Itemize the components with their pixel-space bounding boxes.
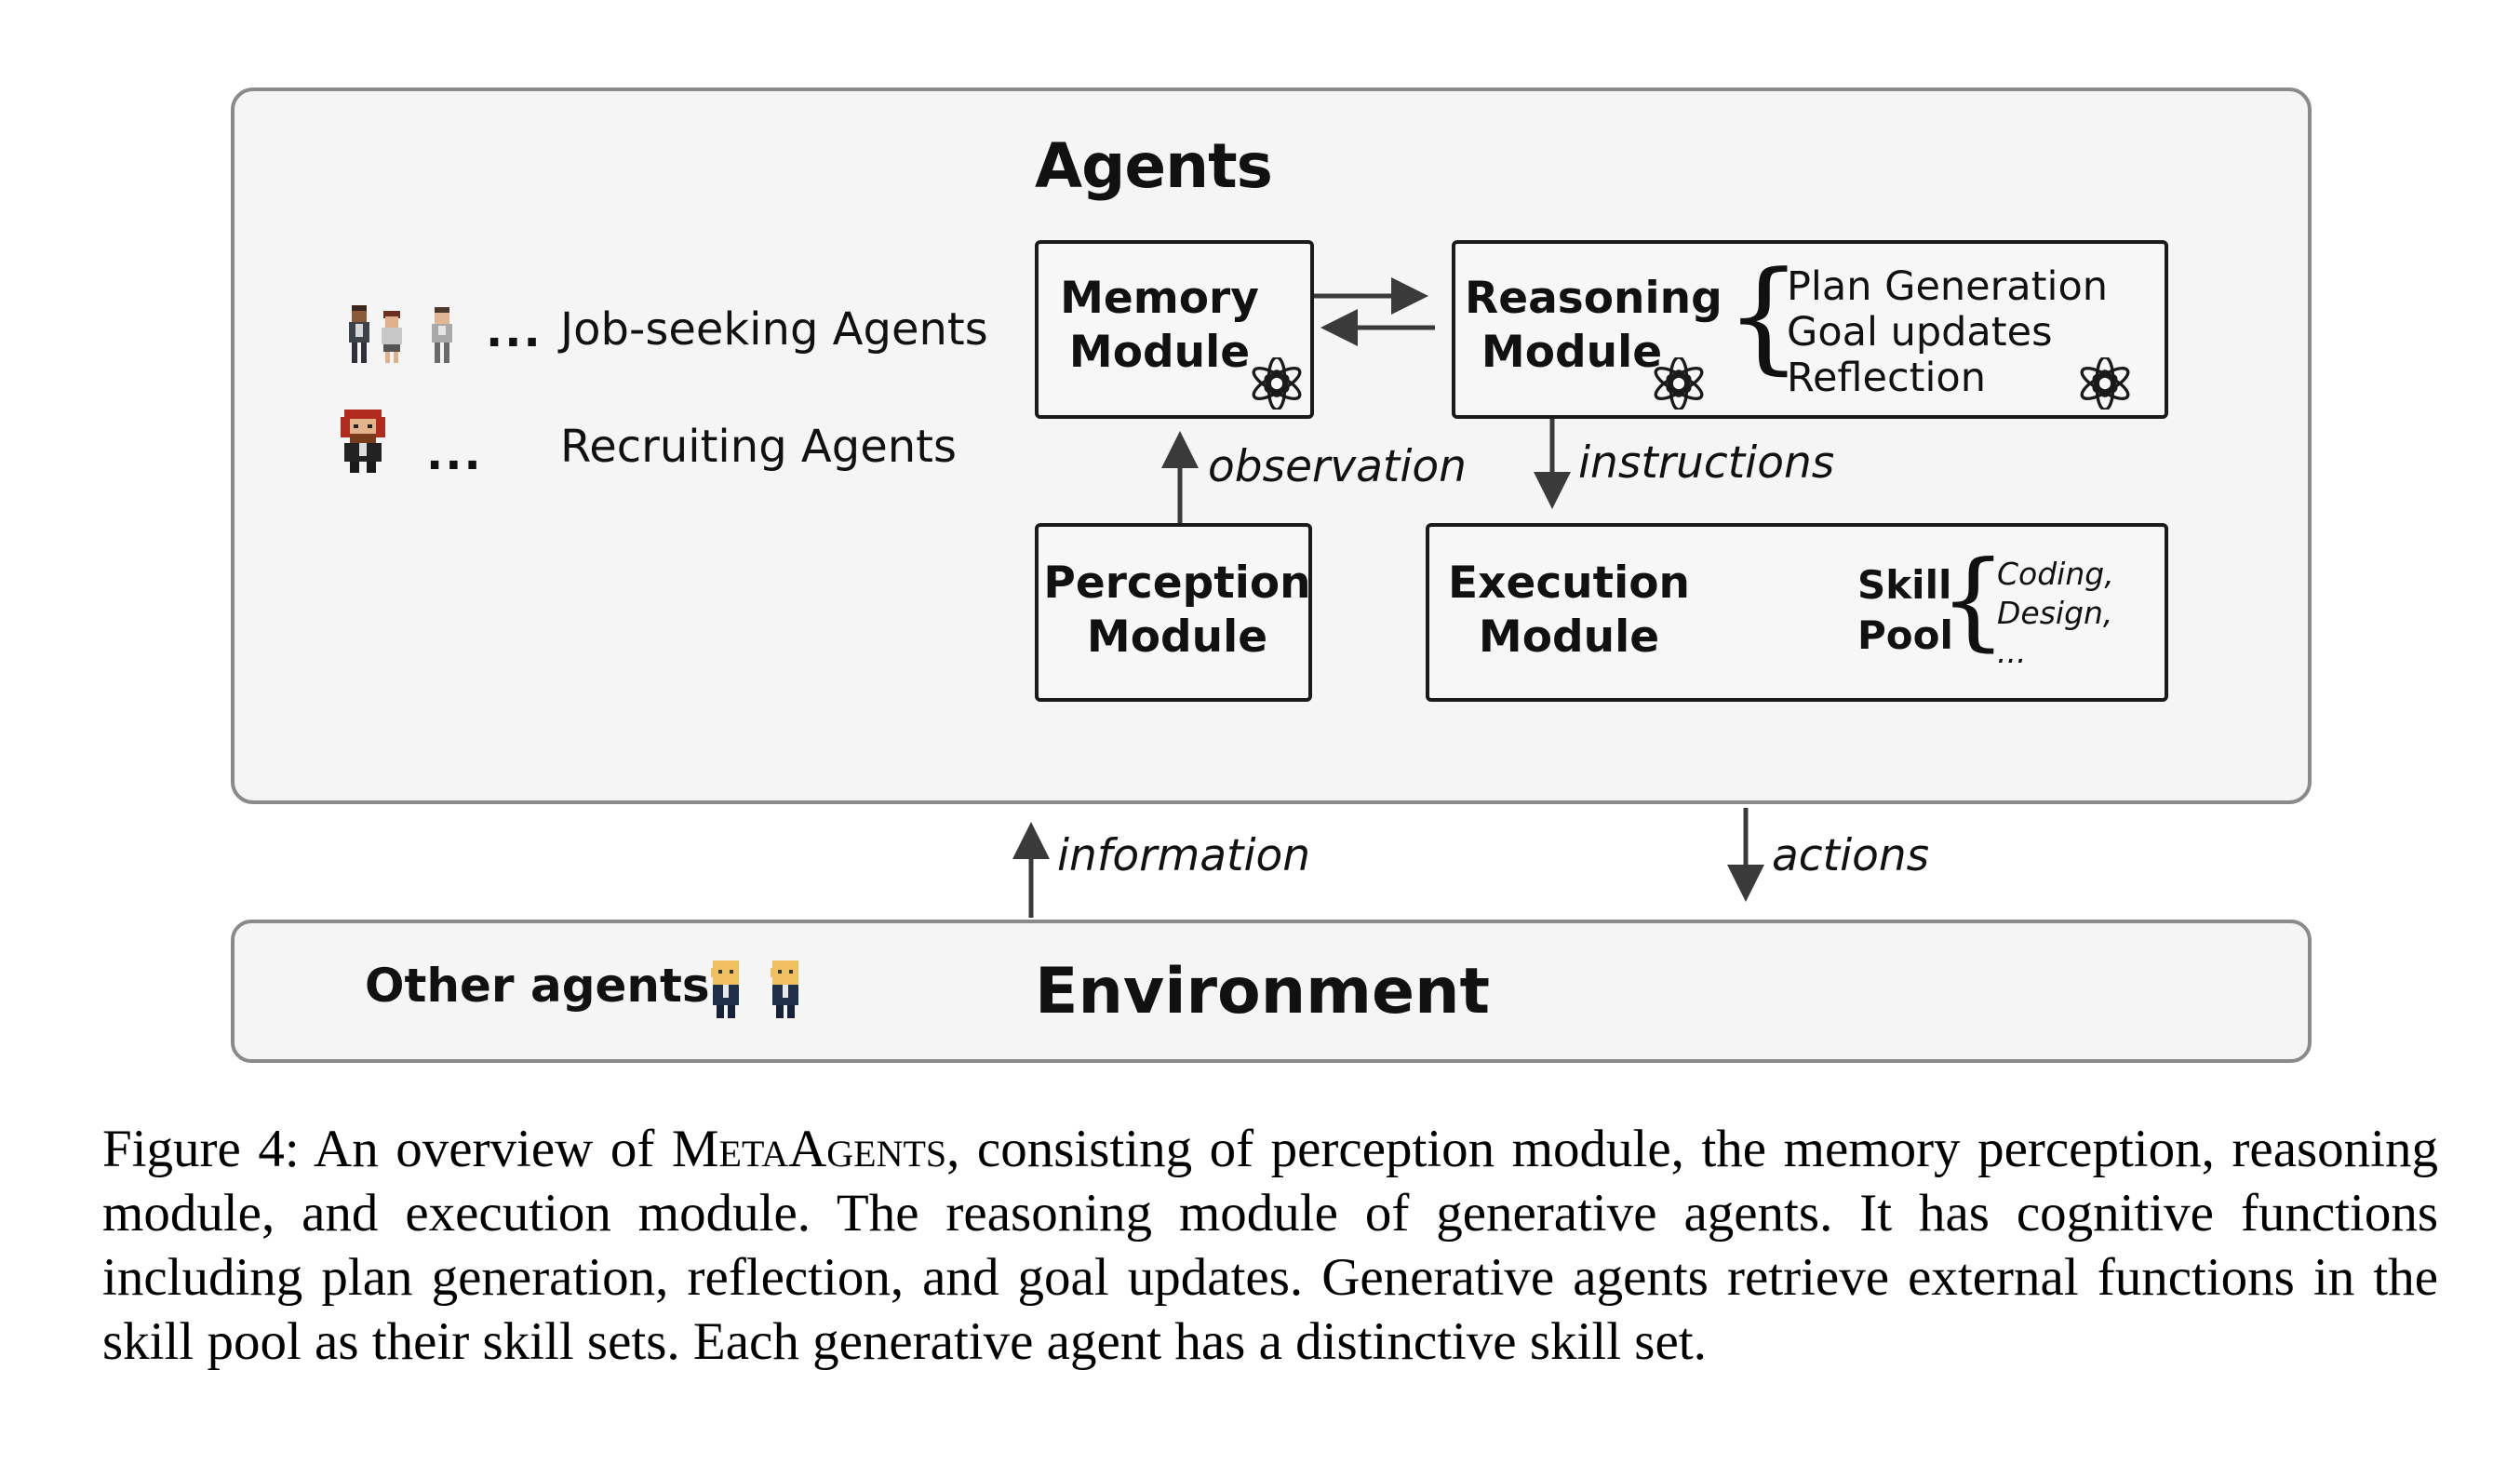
environment-panel	[231, 920, 2312, 1063]
skill-coding: Coding,	[1997, 556, 2114, 592]
agents-title: Agents	[1035, 130, 1273, 202]
skill-pool-label: Skill Pool	[1857, 560, 1953, 661]
job-seeking-agents-label: Job-seeking Agents	[560, 303, 988, 356]
function-plan-generation: Plan Generation	[1787, 263, 2109, 310]
skill-more: ...	[1997, 634, 2027, 670]
reasoning-module-line2: Module	[1481, 327, 1663, 378]
execution-module-line1: Execution	[1448, 558, 1690, 609]
recruiting-ellipsis: ...	[426, 428, 483, 480]
pixel-person-icon	[349, 305, 452, 363]
pixel-bald-agent-icon	[711, 961, 798, 1018]
memory-module: Memory Module	[1035, 240, 1314, 419]
reasoning-module: Reasoning Module { Plan Generation Goal …	[1452, 240, 2168, 419]
memory-module-line1: Memory	[1060, 273, 1259, 324]
reasoning-brace: {	[1725, 245, 1803, 386]
other-agents-label: Other agents	[365, 959, 710, 1013]
function-goal-updates: Goal updates	[1787, 309, 2053, 356]
execution-module-label: Execution Module	[1448, 557, 1690, 665]
perception-module-label: Perception Module	[1039, 557, 1316, 665]
caption-text: , consisting of perception module, the m…	[102, 1120, 2439, 1371]
caption-system-name: MetaAgents	[671, 1120, 947, 1178]
instructions-label: instructions	[1578, 437, 1835, 489]
caption-prefix: Figure 4: An overview of	[102, 1120, 672, 1178]
perception-module-line2: Module	[1086, 611, 1268, 663]
execution-module: Execution Module Skill Pool { Coding, De…	[1426, 523, 2168, 702]
perception-module-line1: Perception	[1043, 558, 1311, 609]
information-label: information	[1057, 830, 1311, 881]
skill-pool-line2: Pool	[1857, 612, 1953, 658]
environment-title: Environment	[1035, 955, 1491, 1028]
execution-module-line2: Module	[1478, 611, 1660, 663]
function-reflection: Reflection	[1787, 355, 1986, 401]
recruiting-agents-label: Recruiting Agents	[560, 421, 957, 473]
recruiter-icon	[337, 408, 389, 475]
other-agent-icons	[707, 959, 810, 1020]
observation-label: observation	[1208, 441, 1467, 492]
reasoning-functions-list: Plan Generation Goal updates Reflection	[1787, 264, 2108, 401]
job-seeker-icons	[346, 303, 467, 367]
skill-list: Coding, Design, ...	[1997, 555, 2114, 672]
skill-pool-line1: Skill	[1857, 562, 1952, 608]
skill-design: Design,	[1997, 595, 2113, 631]
pixel-recruiter-icon	[341, 410, 385, 473]
figure-caption: Figure 4: An overview of MetaAgents, con…	[102, 1117, 2438, 1374]
actions-label: actions	[1772, 830, 1930, 881]
memory-module-line2: Module	[1068, 327, 1251, 378]
job-seeking-ellipsis: ...	[486, 305, 543, 357]
skill-pool-brace: {	[1939, 538, 2007, 662]
memory-module-label: Memory Module	[1039, 272, 1280, 380]
perception-module: Perception Module	[1035, 523, 1312, 702]
